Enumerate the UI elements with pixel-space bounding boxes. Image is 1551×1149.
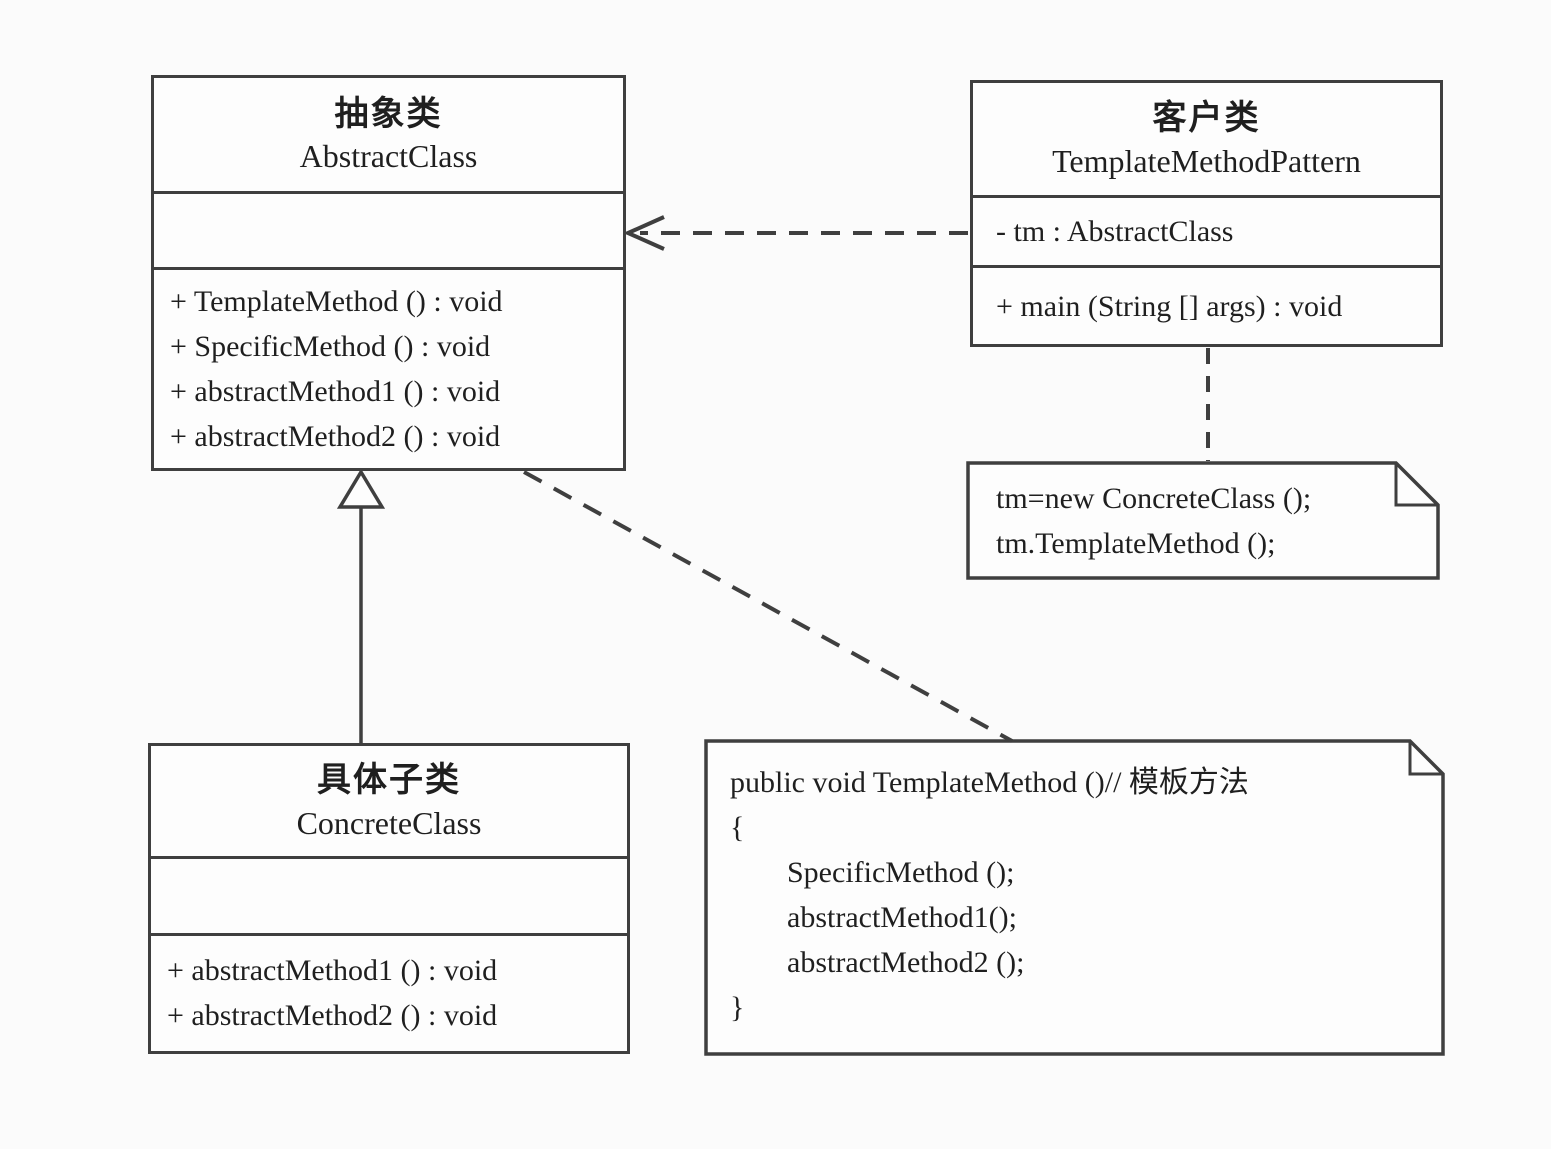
class-title-concrete: 具体子类 ConcreteClass [151,746,627,859]
method-item: + abstractMethod2 () : void [170,420,501,453]
class-box-abstract-class: 抽象类 AbstractClass + TemplateMethod () : … [151,75,626,471]
note-client-code: tm=new ConcreteClass (); tm.TemplateMeth… [996,476,1311,566]
class-name-cn: 抽象类 [334,95,443,133]
code-line: public void TemplateMethod ()// 模板方法 [730,766,1249,799]
open-arrowhead-icon [623,215,665,251]
class-methods-abstract: + TemplateMethod () : void + SpecificMet… [154,270,623,468]
method-item: + abstractMethod1 () : void [170,375,501,408]
hollow-triangle-icon [336,468,386,509]
class-attributes-abstract [154,194,623,270]
class-box-concrete-class: 具体子类 ConcreteClass + abstractMethod1 () … [148,743,630,1054]
note-template-body-shape [704,739,1445,1056]
class-attributes-client: - tm : AbstractClass [973,198,1440,268]
class-methods-concrete: + abstractMethod1 () : void + abstractMe… [151,936,627,1051]
method-item: + abstractMethod1 () : void [167,954,498,987]
class-title-client: 客户类 TemplateMethodPattern [973,83,1440,198]
class-attributes-concrete [151,859,627,936]
attribute-item: - tm : AbstractClass [996,215,1234,248]
class-methods-client: + main (String [] args) : void [973,268,1440,344]
note-anchor-line-abstract [523,470,1013,743]
method-item: + TemplateMethod () : void [170,285,503,318]
note-template-method-body: public void TemplateMethod ()// 模板方法 { S… [730,760,1249,1030]
code-line: SpecificMethod (); [787,856,1015,889]
class-name-cn: 具体子类 [317,762,461,800]
class-title-abstract: 抽象类 AbstractClass [154,78,623,194]
method-item: + SpecificMethod () : void [170,330,491,363]
note-client-code-shape [966,461,1440,580]
code-line: tm.TemplateMethod (); [996,527,1276,560]
code-line: abstractMethod2 (); [787,946,1025,979]
code-line: { [730,811,745,844]
class-name-en: AbstractClass [299,138,478,175]
code-line: tm=new ConcreteClass (); [996,482,1312,515]
code-line: } [730,991,745,1024]
method-item: + main (String [] args) : void [996,289,1343,323]
code-line: abstractMethod1(); [787,901,1017,934]
class-name-cn: 客户类 [1152,100,1261,138]
class-box-client-class: 客户类 TemplateMethodPattern - tm : Abstrac… [970,80,1443,347]
class-name-en: TemplateMethodPattern [1052,142,1361,179]
note-fold-icon [1408,741,1443,776]
note-fold-icon [1394,463,1438,507]
method-item: + abstractMethod2 () : void [167,999,498,1032]
class-name-en: ConcreteClass [296,804,482,841]
